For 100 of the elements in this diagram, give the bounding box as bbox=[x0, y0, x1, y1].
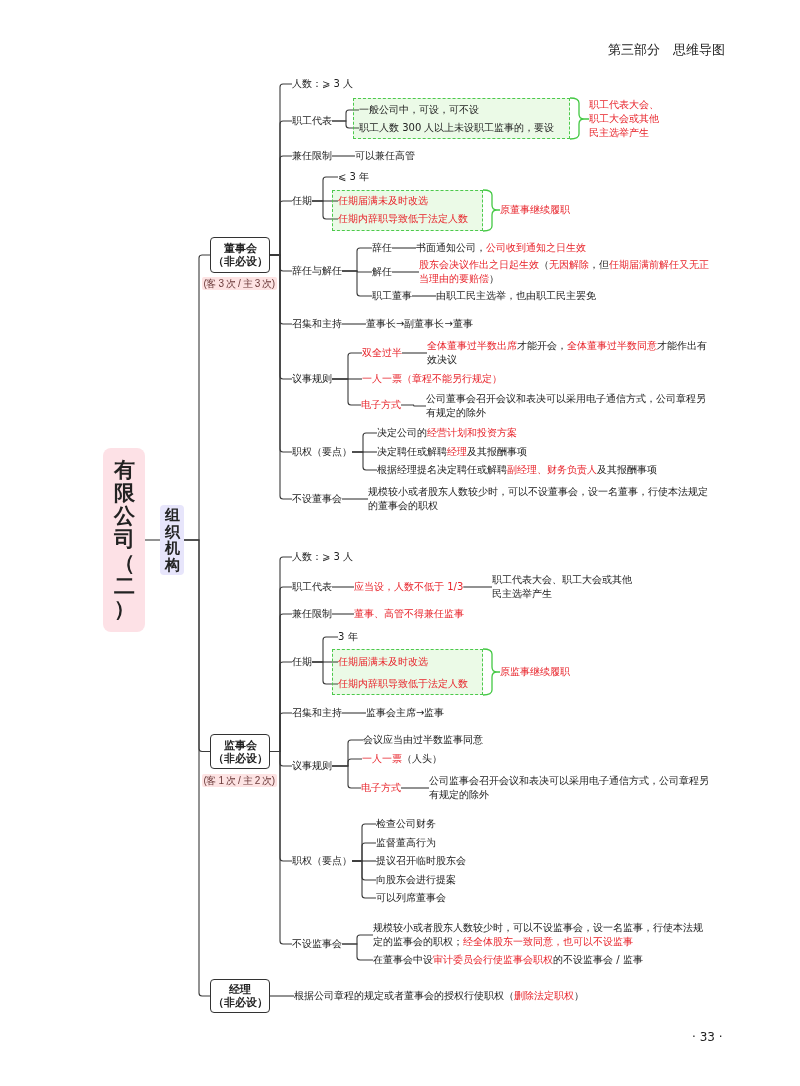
connector-line bbox=[311, 661, 339, 685]
connector-line bbox=[341, 323, 367, 325]
topic-label: 任期 bbox=[292, 655, 312, 669]
connector-line bbox=[341, 498, 369, 500]
topic-label: 一人一票（人头） bbox=[362, 752, 442, 766]
topic-label: 公司监事会召开会议和表决可以采用电子通信方式，公司章程另有规定的除外 bbox=[429, 774, 711, 802]
topic-label: 职工代表 bbox=[292, 114, 332, 128]
topic-label: 解任 bbox=[372, 265, 392, 279]
topic-label: 职权（要点） bbox=[292, 445, 352, 459]
curly-brace bbox=[482, 189, 501, 232]
topic-label: 人数：⩾ 3 人 bbox=[292, 77, 354, 91]
connector-line bbox=[462, 586, 493, 588]
topic-label: 兼任限制 bbox=[292, 149, 332, 163]
branch-note: （非必设） bbox=[212, 996, 268, 1009]
highlight-text: 任期内辞职导致低于法定人数 bbox=[338, 677, 468, 691]
topic-label: 检查公司财务 bbox=[376, 817, 436, 831]
connector-line bbox=[351, 860, 377, 899]
connector-line bbox=[400, 404, 427, 407]
highlight-text: 双全过半 bbox=[362, 346, 402, 360]
highlight-text: 职工代表大会、职工大会或其他民主选举产生 bbox=[589, 98, 661, 140]
connector-line bbox=[331, 155, 356, 157]
topic-label: 职工人数 300 人以上未设职工监事的，要设 bbox=[359, 121, 555, 135]
branch-box bbox=[210, 734, 270, 769]
topic-label: 任期 bbox=[292, 194, 312, 208]
topic-label: 辞任与解任 bbox=[292, 264, 342, 278]
topic-label: 全体董事过半数出席才能开会，全体董事过半数同意才能作出有效决议 bbox=[427, 339, 709, 367]
topic-label: 规模较小或者股东人数较少时，可以不设董事会，设一名董事，行使本法规定的董事会的职权 bbox=[368, 485, 710, 513]
connector-line bbox=[331, 120, 360, 129]
topic-label: 由职工民主选举，也由职工民主罢免 bbox=[436, 289, 596, 303]
note-tag: (客 1 次 / 主 2 次) bbox=[201, 773, 277, 787]
section-header: 第三部分 思维导图 bbox=[608, 42, 725, 58]
highlight-text: 原董事继续履职 bbox=[500, 203, 570, 217]
curly-brace bbox=[569, 97, 590, 140]
topic-label: 职权（要点） bbox=[292, 854, 352, 868]
connector-line bbox=[144, 539, 161, 541]
topic-label: 董事长→副董事长→董事 bbox=[366, 317, 473, 331]
topic-label: ⩽ 3 年 bbox=[338, 170, 370, 184]
topic-label: 职工代表大会、职工大会或其他民主选举产生 bbox=[492, 573, 634, 601]
connector-line bbox=[341, 712, 367, 714]
topic-label: 召集和主持 bbox=[292, 706, 342, 720]
topic-label: 3 年 bbox=[338, 630, 358, 644]
topic-label: 书面通知公司，公司收到通知之日生效 bbox=[416, 241, 586, 255]
highlight-group-box bbox=[353, 98, 570, 139]
topic-label: 议事规则 bbox=[292, 372, 332, 386]
topic-label: 公司董事会召开会议和表决可以采用电子通信方式，公司章程另有规定的除外 bbox=[426, 392, 708, 420]
highlight-group-box bbox=[332, 190, 483, 231]
topic-label: 职工董事 bbox=[372, 289, 412, 303]
topic-label: 根据公司章程的规定或者董事会的授权行使职权（删除法定职权） bbox=[294, 989, 584, 1003]
highlight-text: 原监事继续履职 bbox=[500, 665, 570, 679]
connector-line bbox=[401, 352, 428, 354]
topic-label: 可以兼任高管 bbox=[355, 149, 415, 163]
topic-label: 人数：⩾ 3 人 bbox=[292, 550, 354, 564]
branch-note: （非必设） bbox=[212, 255, 268, 268]
topic-label: 监督董高行为 bbox=[376, 836, 436, 850]
connector-line bbox=[183, 539, 211, 997]
connector-line bbox=[331, 613, 355, 615]
connector-line bbox=[331, 586, 355, 588]
connector-line bbox=[269, 995, 295, 997]
branch-note: （非必设） bbox=[212, 751, 268, 765]
highlight-text: 电子方式 bbox=[361, 398, 401, 412]
connector-line bbox=[391, 247, 417, 249]
highlight-text: 任期内辞职导致低于法定人数 bbox=[338, 212, 468, 226]
connector-line bbox=[411, 295, 437, 297]
highlight-text: 任期届满未及时改选 bbox=[338, 194, 428, 208]
topic-label: 兼任限制 bbox=[292, 607, 332, 621]
topic-label: 决定公司的经营计划和投资方案 bbox=[377, 426, 517, 440]
connector-line bbox=[341, 943, 374, 961]
highlight-group-box bbox=[332, 649, 483, 695]
connector-line bbox=[400, 787, 430, 789]
topic-label: 不设监事会 bbox=[292, 937, 342, 951]
topic-label: 会议应当由过半数监事同意 bbox=[363, 733, 483, 747]
connector-line bbox=[269, 750, 293, 945]
topic-label: 议事规则 bbox=[292, 759, 332, 773]
topic-label: 提议召开临时股东会 bbox=[376, 854, 466, 868]
highlight-text: 电子方式 bbox=[361, 781, 401, 795]
connector-line bbox=[351, 451, 378, 471]
connector-line bbox=[391, 271, 420, 273]
topic-label: 一般公司中，可设，可不设 bbox=[359, 103, 479, 117]
topic-label: 股东会决议作出之日起生效（无因解除，但任期届满前解任又无正当理由的要赔偿） bbox=[419, 258, 711, 286]
topic-label: 向股东会进行提案 bbox=[376, 873, 456, 887]
highlight-text: 应当设，人数不低于 1/3 bbox=[354, 580, 464, 594]
branch-title: 董事会 bbox=[223, 242, 257, 255]
topic-label: 可以列席董事会 bbox=[376, 891, 446, 905]
topic-label: 召集和主持 bbox=[292, 317, 342, 331]
root-topic-text: 有限公司（二） bbox=[113, 459, 135, 621]
category-text: 组织机构 bbox=[164, 507, 180, 573]
page-number: · 33 · bbox=[692, 1029, 723, 1045]
topic-label: 职工代表 bbox=[292, 580, 332, 594]
highlight-text: 任期届满未及时改选 bbox=[338, 655, 428, 669]
highlight-text: 一人一票（章程不能另行规定） bbox=[362, 372, 502, 386]
connector-line bbox=[311, 200, 339, 220]
branch-box bbox=[210, 979, 270, 1013]
branch-title: 经理 bbox=[229, 983, 251, 996]
highlight-text: 董事、高管不得兼任监事 bbox=[354, 607, 464, 621]
note-tag: (客 3 次 / 主 3 次) bbox=[201, 276, 277, 290]
topic-label: 不设董事会 bbox=[292, 492, 342, 506]
connector-line bbox=[269, 254, 293, 500]
curly-brace bbox=[482, 648, 501, 696]
root-topic-box bbox=[103, 448, 145, 632]
topic-label: 监事会主席→监事 bbox=[366, 706, 445, 720]
